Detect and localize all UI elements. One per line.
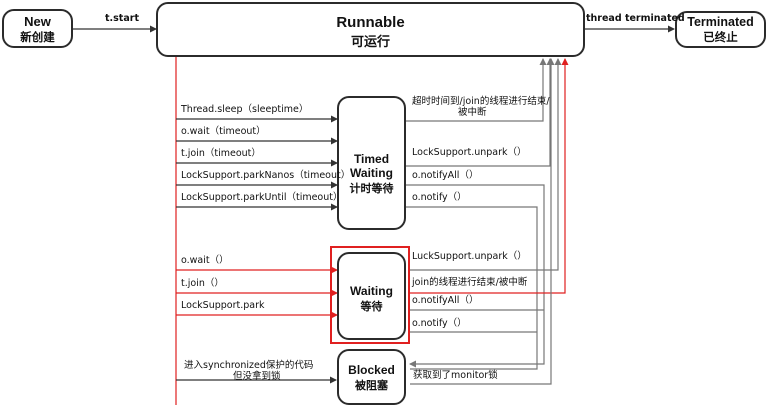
label-wait-timeout: o.wait（timeout） (181, 126, 266, 137)
label-to-blocked-line2: 但没拿到锁 (233, 371, 281, 382)
waiting-highlight-frame (330, 246, 410, 344)
label-start: t.start (105, 13, 139, 24)
label-timeout-line2: 被中断 (458, 107, 487, 118)
label-to-blocked-line1: 进入synchronized保护的代码 (184, 360, 314, 371)
label-join: t.join（） (181, 278, 224, 289)
label-monitor: 获取到了monitor锁 (413, 370, 498, 381)
state-new-zh: 新创建 (20, 30, 55, 44)
state-timed-waiting-zh: 计时等待 (349, 182, 394, 195)
label-join-timeout: t.join（timeout） (181, 148, 261, 159)
state-timed-waiting: Timed Waiting 计时等待 (337, 96, 406, 230)
state-blocked: Blocked 被阻塞 (337, 349, 406, 405)
label-w-join-end: join的线程进行结束/被中断 (412, 277, 528, 288)
state-runnable: Runnable 可运行 (156, 2, 585, 57)
label-timeout-line1: 超时时间到/join的线程进行结束/ (412, 96, 550, 107)
edge-tw-unpark (406, 58, 554, 167)
state-runnable-en: Runnable (336, 14, 405, 31)
label-parkuntil: LockSupport.parkUntil（timeout） (181, 192, 343, 203)
state-runnable-zh: 可运行 (350, 35, 390, 50)
label-sleep: Thread.sleep（sleeptime） (181, 104, 309, 115)
edge-tw-notifyall (406, 184, 545, 368)
state-waiting-en: Waiting (350, 284, 393, 298)
label-parknanos: LockSupport.parkNanos（timeout） (181, 170, 351, 181)
label-tw-notifyall: o.notifyAll（） (412, 170, 479, 181)
state-new-en: New (24, 14, 51, 29)
label-w-notifyall: o.notifyAll（） (412, 295, 479, 306)
edge-tw-notify (406, 206, 538, 370)
label-thread-terminated: thread terminated (586, 13, 685, 24)
state-waiting: Waiting 等待 (337, 252, 406, 340)
label-park: LockSupport.park (181, 300, 265, 311)
label-w-unpark: LuckSupport.unpark（） (412, 251, 527, 262)
label-wait: o.wait（） (181, 255, 229, 266)
label-tw-notify: o.notify（） (412, 192, 467, 203)
state-new: New 新创建 (2, 9, 73, 48)
state-blocked-en: Blocked (348, 363, 395, 377)
label-tw-unpark: LockSupport.unpark（） (412, 147, 527, 158)
edge-w-join-end (410, 58, 569, 294)
state-terminated-zh: 已终止 (703, 30, 738, 44)
state-timed-waiting-en2: Waiting (350, 166, 393, 180)
state-waiting-zh: 等待 (360, 300, 383, 313)
state-terminated: Terminated 已终止 (675, 11, 766, 48)
state-terminated-en: Terminated (687, 15, 754, 29)
state-timed-waiting-en1: Timed (353, 152, 390, 166)
label-w-notify: o.notify（） (412, 318, 467, 329)
state-blocked-zh: 被阻塞 (355, 379, 388, 392)
edge-monitor (410, 58, 555, 385)
edge-w-unpark (410, 58, 562, 271)
edge-timeout (406, 58, 547, 122)
